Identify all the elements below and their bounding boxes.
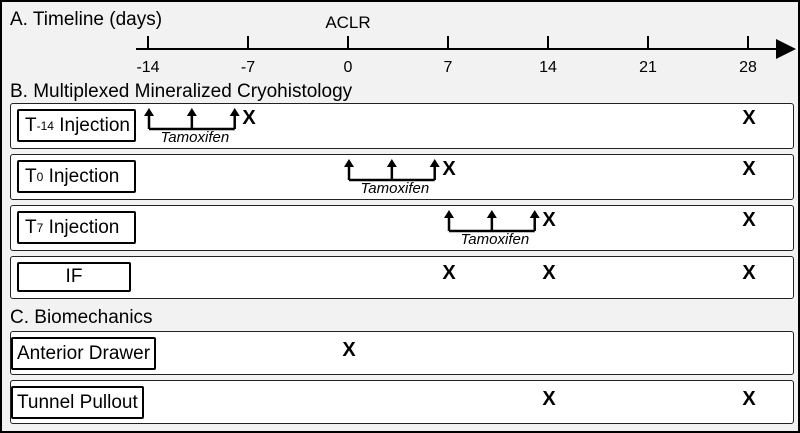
group-label-subscript: -14: [36, 118, 54, 133]
injection-arrowhead: [344, 159, 354, 167]
group-label-main: IF: [65, 266, 83, 287]
test-label: Anterior Drawer: [11, 337, 157, 370]
timeline-tick-label: 0: [344, 59, 353, 76]
group-label-subscript: 0: [36, 169, 44, 184]
aclr-event-label: ACLR: [325, 13, 370, 32]
tamoxifen-label: Tamoxifen: [460, 231, 530, 248]
group-label-tail: Injection: [53, 114, 130, 136]
tamoxifen-schedule: [443, 210, 540, 233]
harvest-mark: X: [742, 107, 756, 129]
timeline-tick-label: 21: [639, 59, 657, 76]
injection-arrowhead: [144, 108, 155, 116]
group-label: T-14 Injection: [17, 109, 136, 142]
timeline-tick-label: -14: [136, 59, 159, 76]
harvest-mark: X: [442, 262, 456, 284]
tamoxifen-schedule: [144, 108, 240, 131]
tamoxifen-label: Tamoxifen: [360, 180, 430, 197]
injection-arrowhead: [429, 159, 440, 167]
biomechanics-heading: C. Biomechanics: [10, 307, 153, 328]
injection-arrowhead: [229, 108, 240, 116]
tamoxifen-label: Tamoxifen: [160, 129, 230, 146]
test-label: Tunnel Pullout: [11, 386, 144, 419]
tamoxifen-schedule: [344, 159, 440, 182]
injection-arrowhead: [443, 210, 454, 218]
group-label-tail: Injection: [43, 165, 120, 187]
group-label-main: T: [25, 165, 37, 187]
timeline-axis: -14 -7 0 7 14 21 28 ACLR: [136, 13, 796, 76]
group-label-tail: Injection: [43, 216, 120, 238]
injection-arrowhead: [529, 210, 540, 218]
harvest-mark: X: [742, 209, 756, 231]
group-label-main: T: [25, 114, 37, 136]
cryohistology-heading: B. Multiplexed Mineralized Cryohistology: [10, 81, 353, 102]
harvest-mark: X: [542, 209, 556, 231]
group-label-subscript: 7: [36, 220, 44, 235]
harvest-mark: X: [442, 158, 456, 180]
timeline-tick-label: 28: [739, 59, 757, 76]
group-label-main: T: [25, 216, 37, 238]
biomechanics-row: Anterior Drawer X: [10, 331, 794, 375]
timeline-tick-label: 14: [539, 59, 557, 76]
injection-arrowhead: [486, 210, 497, 218]
harvest-mark: X: [742, 158, 756, 180]
harvest-mark: X: [742, 262, 756, 284]
harvest-mark: X: [242, 107, 256, 129]
harvest-mark: X: [342, 339, 356, 361]
group-label: IF: [17, 262, 131, 292]
timeline-tick-label: -7: [241, 59, 255, 76]
biomechanics-row: Tunnel Pullout X X: [10, 380, 794, 424]
injection-arrowhead: [186, 108, 197, 116]
harvest-mark: X: [542, 388, 556, 410]
cryohistology-row: IF X X X: [10, 256, 794, 299]
harvest-mark: X: [542, 262, 556, 284]
injection-arrowhead: [386, 159, 397, 167]
timeline-heading: A. Timeline (days): [10, 9, 163, 30]
harvest-mark: X: [742, 388, 756, 410]
timeline-tick-label: 7: [444, 59, 453, 76]
